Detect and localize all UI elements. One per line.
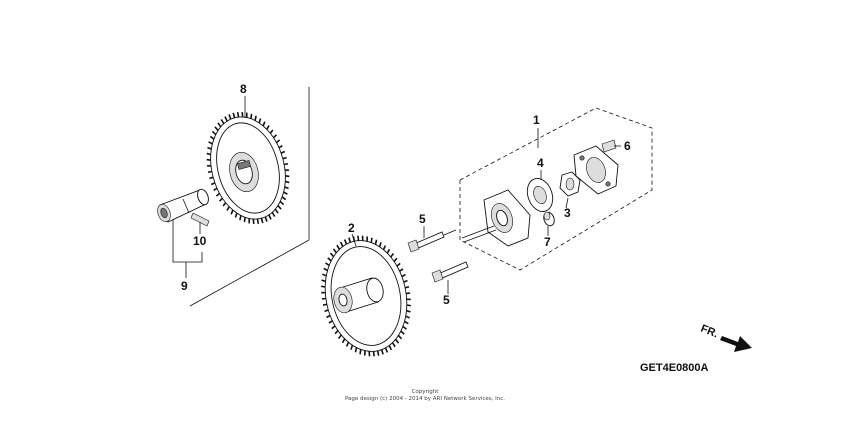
dowel-part-7[interactable] [542, 211, 556, 228]
callout-7: 7 [544, 235, 551, 249]
diagram-code: GET4E0800A [640, 362, 709, 374]
bolt-part-5-lower[interactable] [431, 261, 469, 283]
left-group-frame [189, 87, 310, 307]
copyright-line-1: Copyright [411, 389, 439, 395]
gear-part-2[interactable] [315, 233, 417, 359]
screw-part-6[interactable] [601, 139, 617, 153]
callout-9: 9 [181, 279, 188, 293]
pump-cover[interactable] [573, 145, 619, 195]
callout-3: 3 [564, 206, 571, 220]
callout-10: 10 [193, 234, 207, 248]
front-direction-arrow: FR. [699, 323, 752, 352]
leader-lines [172, 96, 621, 294]
outer-rotor-part-3[interactable] [559, 171, 581, 197]
copyright-line-2: Page design (c) 2004 - 2014 by ARI Netwo… [344, 396, 506, 402]
callout-5-lower: 5 [443, 293, 450, 307]
callout-6: 6 [624, 139, 631, 153]
gear-8-teeth [206, 111, 290, 225]
callout-2: 2 [348, 221, 355, 235]
callout-1: 1 [533, 113, 540, 127]
inner-rotor-part-4[interactable] [523, 175, 557, 215]
oil-pump-assembly-frame [459, 107, 653, 271]
gear-2-teeth [321, 235, 411, 357]
front-direction-label: FR. [699, 323, 720, 341]
pin-part-10[interactable] [190, 212, 210, 227]
sleeve-part-9[interactable] [155, 188, 210, 224]
gear-part-8[interactable] [200, 108, 296, 227]
callout-5-upper: 5 [419, 212, 426, 226]
oil-pump-body-part-1[interactable] [461, 189, 531, 247]
callout-8: 8 [240, 82, 247, 96]
bolt-part-5-upper[interactable] [407, 229, 457, 253]
callout-4: 4 [537, 156, 544, 170]
